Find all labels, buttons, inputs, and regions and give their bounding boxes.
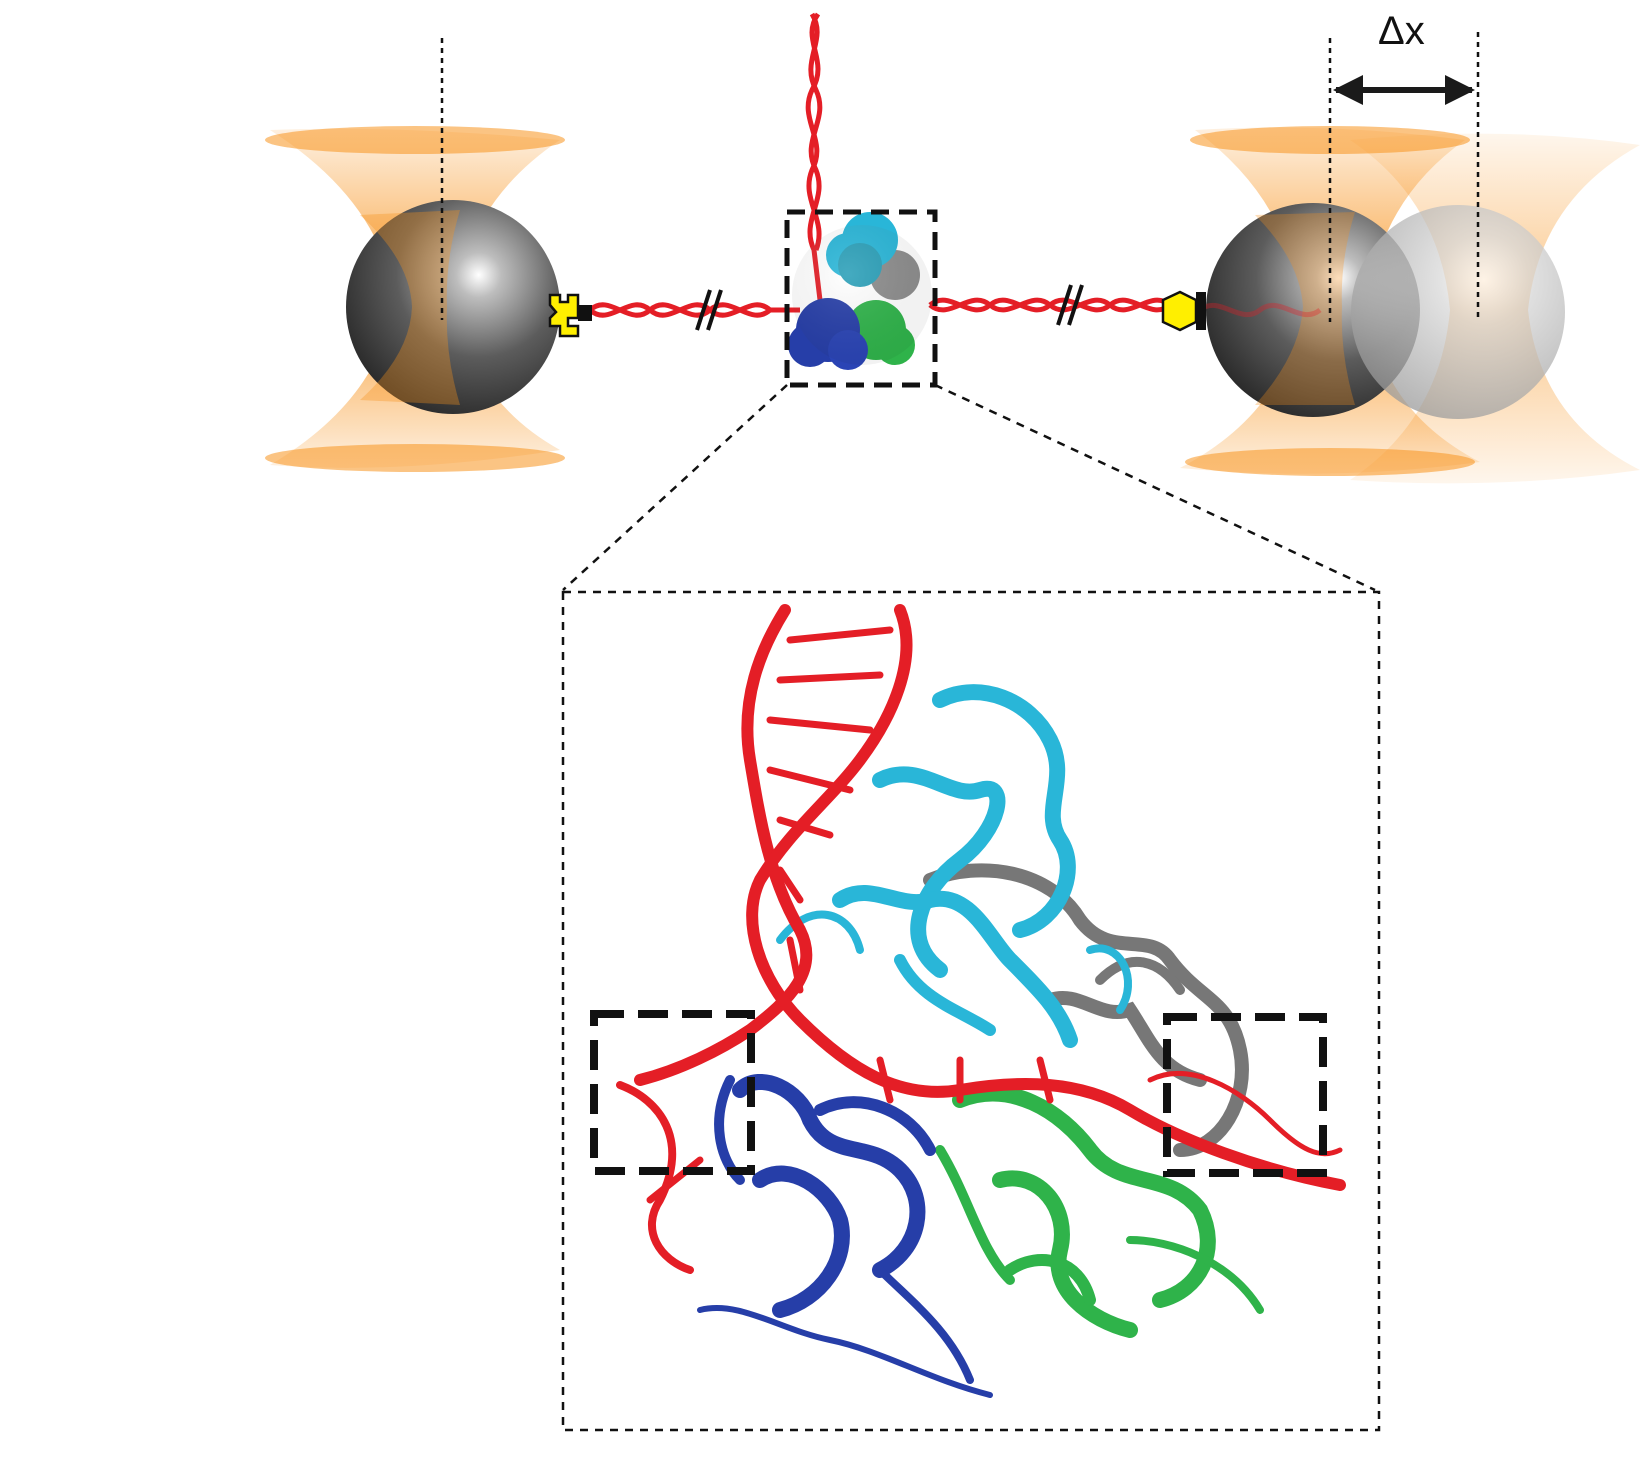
small-inset-box bbox=[784, 209, 938, 388]
left-beam-bottom-rim bbox=[265, 444, 565, 472]
left-beam-overlay bbox=[360, 210, 460, 405]
protein-complex-small bbox=[788, 212, 932, 370]
dna-double-helix bbox=[616, 604, 1346, 1274]
zoom-inset-box bbox=[561, 590, 1381, 1432]
right-bead-displaced bbox=[1351, 205, 1565, 419]
left-bead bbox=[346, 200, 560, 414]
displacement-label: Δx bbox=[1378, 9, 1425, 53]
left-optical-trap bbox=[265, 38, 565, 472]
right-optical-trap: Δx bbox=[1180, 9, 1640, 484]
digoxigenin-tag-icon bbox=[1161, 290, 1206, 332]
green-domain bbox=[935, 1085, 1264, 1338]
dna-right-arm-faded bbox=[1198, 302, 1322, 318]
left-beam-top-rim bbox=[265, 126, 565, 154]
biotin-tag-icon bbox=[548, 293, 592, 338]
blue-domain bbox=[697, 1073, 993, 1398]
protein-dna-structure bbox=[616, 604, 1346, 1398]
dna-base-pairs bbox=[646, 626, 1054, 1204]
zoom-line-left bbox=[562, 384, 788, 591]
right-junction-box bbox=[1163, 1013, 1327, 1177]
zoom-line-right bbox=[934, 383, 1376, 592]
dna-tether bbox=[588, 12, 1322, 318]
left-junction-box bbox=[590, 1010, 755, 1175]
dna-break-marks bbox=[695, 284, 1084, 331]
right-beam-bottom-rim bbox=[1185, 448, 1475, 476]
cyan-domain bbox=[776, 684, 1133, 1048]
